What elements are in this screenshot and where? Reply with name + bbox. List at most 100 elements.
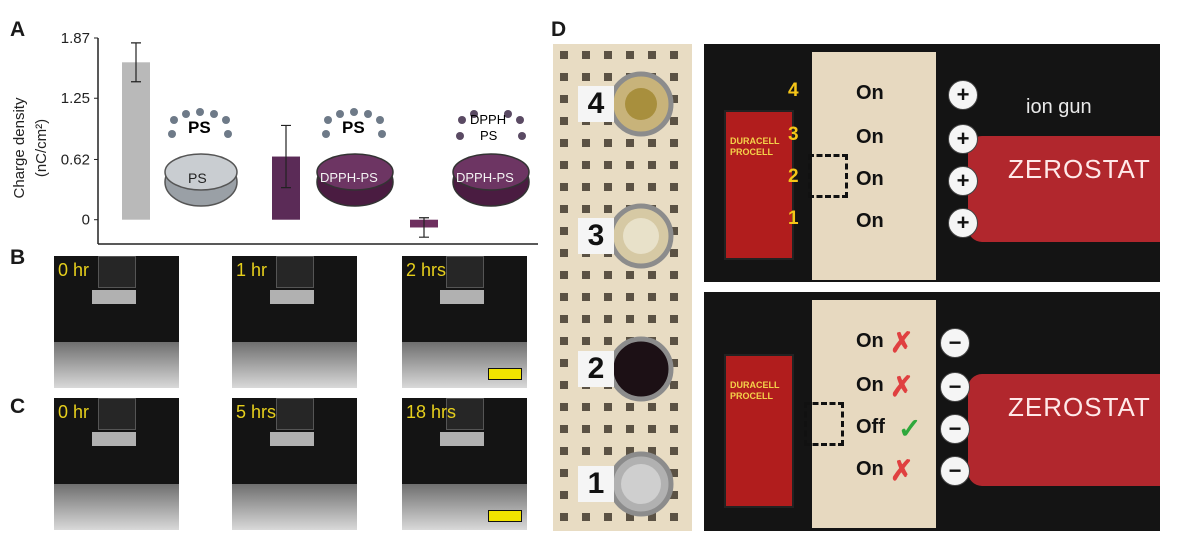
plus-sign-icon: + <box>948 166 978 196</box>
breadboard-top <box>812 52 936 280</box>
plus-sign-icon: + <box>948 80 978 110</box>
inset-ps-top-label: PS <box>188 118 211 137</box>
level-number-2: 2 <box>788 166 799 187</box>
attached-paper <box>270 432 314 446</box>
panel-label-b: B <box>10 246 26 269</box>
probe-block <box>446 256 484 288</box>
time-label-c-1: 0 hr <box>58 402 90 422</box>
inset-dpph-dpph-top-label-2: PS <box>480 128 498 143</box>
battery-bottom-label: DURACELL PROCELL <box>730 380 780 401</box>
check-mark-icon: ✓ <box>898 413 922 444</box>
scale-bar <box>488 510 522 522</box>
y-tick-label: 1.25 <box>61 90 90 107</box>
inset-dpph-top-label: PS <box>342 118 365 137</box>
state-bottom-2: On <box>856 374 884 396</box>
photo-b-1: 0 hr <box>54 256 179 388</box>
bar-chart: Charge density (nC/cm²) 1.87 1.25 0.62 0 PS… <box>10 28 538 248</box>
inset-dpph-dpph: DPPH PS DPPH-PS <box>450 106 532 216</box>
inset-dpph-ps: PS DPPH-PS <box>314 106 396 216</box>
panel-label-a: A <box>10 18 26 41</box>
plus-sign-icon: + <box>948 208 978 238</box>
error-bar-3 <box>419 217 429 238</box>
ps-dish-drawing <box>164 108 238 207</box>
ion-gun-bottom: ZEROSTAT <box>968 374 1160 486</box>
y-axis-label-line2: (nC/cm²) <box>33 119 50 177</box>
state-bottom-3: Off <box>856 416 885 438</box>
level-number-3: 3 <box>788 124 799 145</box>
panel-label-d: D <box>551 18 567 41</box>
dpph-dpph-dish-drawing <box>452 110 530 207</box>
y-tick-label: 0 <box>82 212 90 229</box>
inset-dpph-dish-label: DPPH-PS <box>320 170 378 185</box>
pegboard-holes <box>553 44 692 531</box>
x-mark-icon: ✗ <box>890 327 914 358</box>
state-top-3: On <box>856 168 884 190</box>
minus-sign-icon: − <box>940 414 970 444</box>
scale-bar <box>488 368 522 380</box>
shredded-paper <box>232 342 357 388</box>
x-mark-icon: ✗ <box>890 371 914 402</box>
level-number-4: 4 <box>788 80 799 101</box>
bar-chart-svg: Charge density (nC/cm²) 1.87 1.25 0.62 0 <box>11 30 538 245</box>
time-label-b-3: 2 hrs <box>406 260 447 280</box>
level-number-1: 1 <box>788 208 799 229</box>
probe-block <box>276 256 314 288</box>
attached-paper <box>440 290 484 304</box>
error-bar-2 <box>281 124 291 189</box>
ion-gun-brand-top: ZEROSTAT <box>1008 154 1151 184</box>
shredded-paper <box>402 342 527 388</box>
inset-dpph-dpph-top-label-1: DPPH <box>470 112 507 127</box>
state-top-4: On <box>856 210 884 232</box>
photo-b-2: 1 hr <box>232 256 357 388</box>
y-axis-label-line1: Charge density <box>11 97 28 198</box>
ion-gun-brand-bottom: ZEROSTAT <box>1008 392 1151 422</box>
time-label-b-1: 0 hr <box>58 260 90 280</box>
inset-ps: PS PS <box>162 106 240 216</box>
photo-b-3: 2 hrs <box>402 256 527 388</box>
battery-top-label: DURACELL PROCELL <box>730 136 780 157</box>
probe-block <box>276 398 314 430</box>
circuit-photo-bottom: DURACELL PROCELL ZEROSTAT On✗−On✗−Off✓−O… <box>704 292 1160 531</box>
shredded-paper <box>54 342 179 388</box>
pegboard-photo: 4 3 2 1 <box>553 44 692 531</box>
vial-number-2: 2 <box>578 351 614 387</box>
attached-paper <box>440 432 484 446</box>
state-bottom-4: On <box>856 458 884 480</box>
x-mark-icon: ✗ <box>890 455 914 486</box>
photo-c-2: 5 hrs <box>232 398 357 530</box>
error-bar-1 <box>131 42 141 83</box>
y-tick-label: 1.87 <box>61 30 90 47</box>
highlight-box-top <box>808 154 848 198</box>
minus-sign-icon: − <box>940 328 970 358</box>
photo-c-3: 18 hrs <box>402 398 527 530</box>
time-label-c-2: 5 hrs <box>236 402 277 422</box>
minus-sign-icon: − <box>940 456 970 486</box>
shredded-paper <box>232 484 357 530</box>
state-bottom-1: On <box>856 330 884 352</box>
time-label-c-3: 18 hrs <box>406 402 457 422</box>
vial-number-3: 3 <box>578 218 614 254</box>
ion-gun-top: ZEROSTAT <box>968 136 1160 242</box>
vial-number-4: 4 <box>578 86 614 122</box>
state-top-1: On <box>856 82 884 104</box>
time-label-b-2: 1 hr <box>236 260 268 280</box>
probe-block <box>98 398 136 430</box>
probe-block <box>446 398 484 430</box>
y-tick-label: 0.62 <box>61 151 90 168</box>
plus-sign-icon: + <box>948 124 978 154</box>
vial-number-1: 1 <box>578 466 614 502</box>
breadboard-bottom <box>812 300 936 528</box>
battery-bottom: DURACELL PROCELL <box>724 354 794 508</box>
highlight-box-bottom <box>804 402 844 446</box>
photo-c-1: 0 hr <box>54 398 179 530</box>
bar-1 <box>122 62 150 220</box>
attached-paper <box>92 432 136 446</box>
panel-label-c: C <box>10 395 26 418</box>
shredded-paper <box>54 484 179 530</box>
inset-dpph-dpph-dish-label: DPPH-PS <box>456 170 514 185</box>
probe-block <box>98 256 136 288</box>
minus-sign-icon: − <box>940 372 970 402</box>
state-top-2: On <box>856 126 884 148</box>
attached-paper <box>92 290 136 304</box>
